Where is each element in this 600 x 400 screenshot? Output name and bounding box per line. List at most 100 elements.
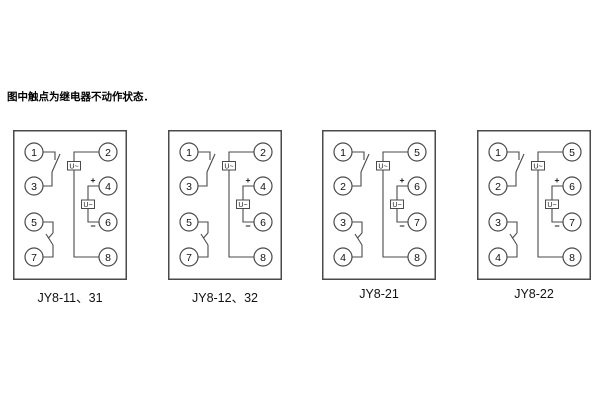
terminal-number-6: 6 [105, 217, 111, 229]
panel-frame [168, 130, 282, 280]
terminal-number-1: 1 [495, 147, 501, 159]
nc-contact-barb [512, 232, 518, 239]
no-contact-fixed-lead [507, 151, 520, 160]
panel-frame [477, 130, 591, 280]
panel-model-label: JY8-22 [514, 287, 554, 301]
nc-contact-moving-lead [43, 245, 54, 258]
terminal-circle-2 [253, 142, 273, 162]
terminal-circle-3 [333, 212, 353, 232]
no-contact-moving-lead [43, 172, 53, 187]
nc-contact-blade [200, 233, 209, 246]
ac-coil-label: U~ [533, 163, 542, 170]
terminal-number-8: 8 [105, 252, 111, 264]
nc-contact-blade [354, 233, 363, 246]
no-contact-moving-lead [352, 172, 362, 187]
terminal-number-1: 1 [186, 147, 192, 159]
terminal-circle-8 [407, 247, 427, 267]
panel-model-label: JY8-12、32 [191, 291, 258, 305]
terminal-circle-1 [24, 142, 44, 162]
terminal-number-1: 1 [31, 147, 37, 159]
dc-coil-bottom-lead [87, 208, 99, 223]
terminal-circle-6 [98, 212, 118, 232]
ac-coil-top-lead [537, 151, 563, 162]
dc-coil-box [81, 199, 95, 209]
dc-coil-label: U− [83, 202, 92, 209]
ac-coil-box [376, 161, 390, 171]
nc-contact-blade [45, 233, 54, 246]
dc-coil-top-lead [242, 185, 254, 200]
ac-coil-label: U~ [378, 163, 387, 170]
terminal-number-4: 4 [340, 252, 346, 264]
terminal-circle-4 [333, 247, 353, 267]
dc-coil-box [236, 199, 250, 209]
dc-coil-top-lead [551, 185, 563, 200]
nc-contact-barb [357, 232, 363, 239]
terminal-number-7: 7 [186, 252, 192, 264]
panel-model-label: JY8-11、31 [37, 291, 103, 305]
terminal-circle-4 [253, 176, 273, 196]
plus-sign: + [246, 175, 251, 185]
terminal-circle-5 [179, 212, 199, 232]
terminal-circle-3 [488, 212, 508, 232]
terminal-circle-2 [98, 142, 118, 162]
terminal-number-3: 3 [31, 181, 37, 193]
minus-sign: − [554, 221, 559, 231]
terminal-number-2: 2 [495, 181, 501, 193]
dc-coil-bottom-lead [242, 208, 254, 223]
minus-sign: − [399, 221, 404, 231]
ac-coil-bottom-lead [73, 170, 99, 258]
nc-contact-barb [48, 232, 54, 239]
ac-coil-top-lead [382, 151, 408, 162]
terminal-circle-5 [24, 212, 44, 232]
terminal-number-6: 6 [260, 217, 266, 229]
dc-coil-top-lead [87, 185, 99, 200]
terminal-number-3: 3 [495, 217, 501, 229]
terminal-number-5: 5 [31, 217, 37, 229]
nc-contact-fixed-lead [352, 221, 363, 233]
terminal-circle-4 [98, 176, 118, 196]
panel-model-label: JY8-21 [359, 287, 399, 301]
ac-coil-box [531, 161, 545, 171]
ac-coil-box [67, 161, 81, 171]
no-contact-blade [360, 153, 370, 173]
ac-coil-bottom-lead [382, 170, 408, 258]
terminal-number-8: 8 [569, 252, 575, 264]
dc-coil-label: U− [547, 202, 556, 209]
terminal-number-3: 3 [186, 181, 192, 193]
panel-frame [13, 130, 127, 280]
terminal-number-2: 2 [105, 147, 111, 159]
no-contact-fixed-lead [198, 151, 211, 160]
no-contact-moving-lead [507, 172, 517, 187]
terminal-circle-1 [488, 142, 508, 162]
terminal-circle-6 [407, 176, 427, 196]
terminal-circle-1 [179, 142, 199, 162]
ac-coil-bottom-lead [228, 170, 254, 258]
ac-coil-label: U~ [69, 163, 78, 170]
terminal-number-1: 1 [340, 147, 346, 159]
terminal-number-3: 3 [340, 217, 346, 229]
panel-frame [322, 130, 436, 280]
plus-sign: + [400, 175, 405, 185]
nc-contact-fixed-lead [507, 221, 518, 233]
terminal-number-5: 5 [569, 147, 575, 159]
minus-sign: − [90, 221, 95, 231]
dc-coil-label: U− [238, 202, 247, 209]
nc-contact-moving-lead [507, 245, 518, 258]
no-contact-blade [51, 153, 61, 173]
terminal-circle-6 [253, 212, 273, 232]
terminal-circle-8 [98, 247, 118, 267]
nc-contact-moving-lead [352, 245, 363, 258]
terminal-circle-3 [179, 176, 199, 196]
dc-coil-box [390, 199, 404, 209]
no-contact-blade [206, 153, 216, 173]
terminal-circle-7 [179, 247, 199, 267]
dc-coil-label: U− [392, 202, 401, 209]
nc-contact-fixed-lead [198, 221, 209, 233]
terminal-number-2: 2 [260, 147, 266, 159]
